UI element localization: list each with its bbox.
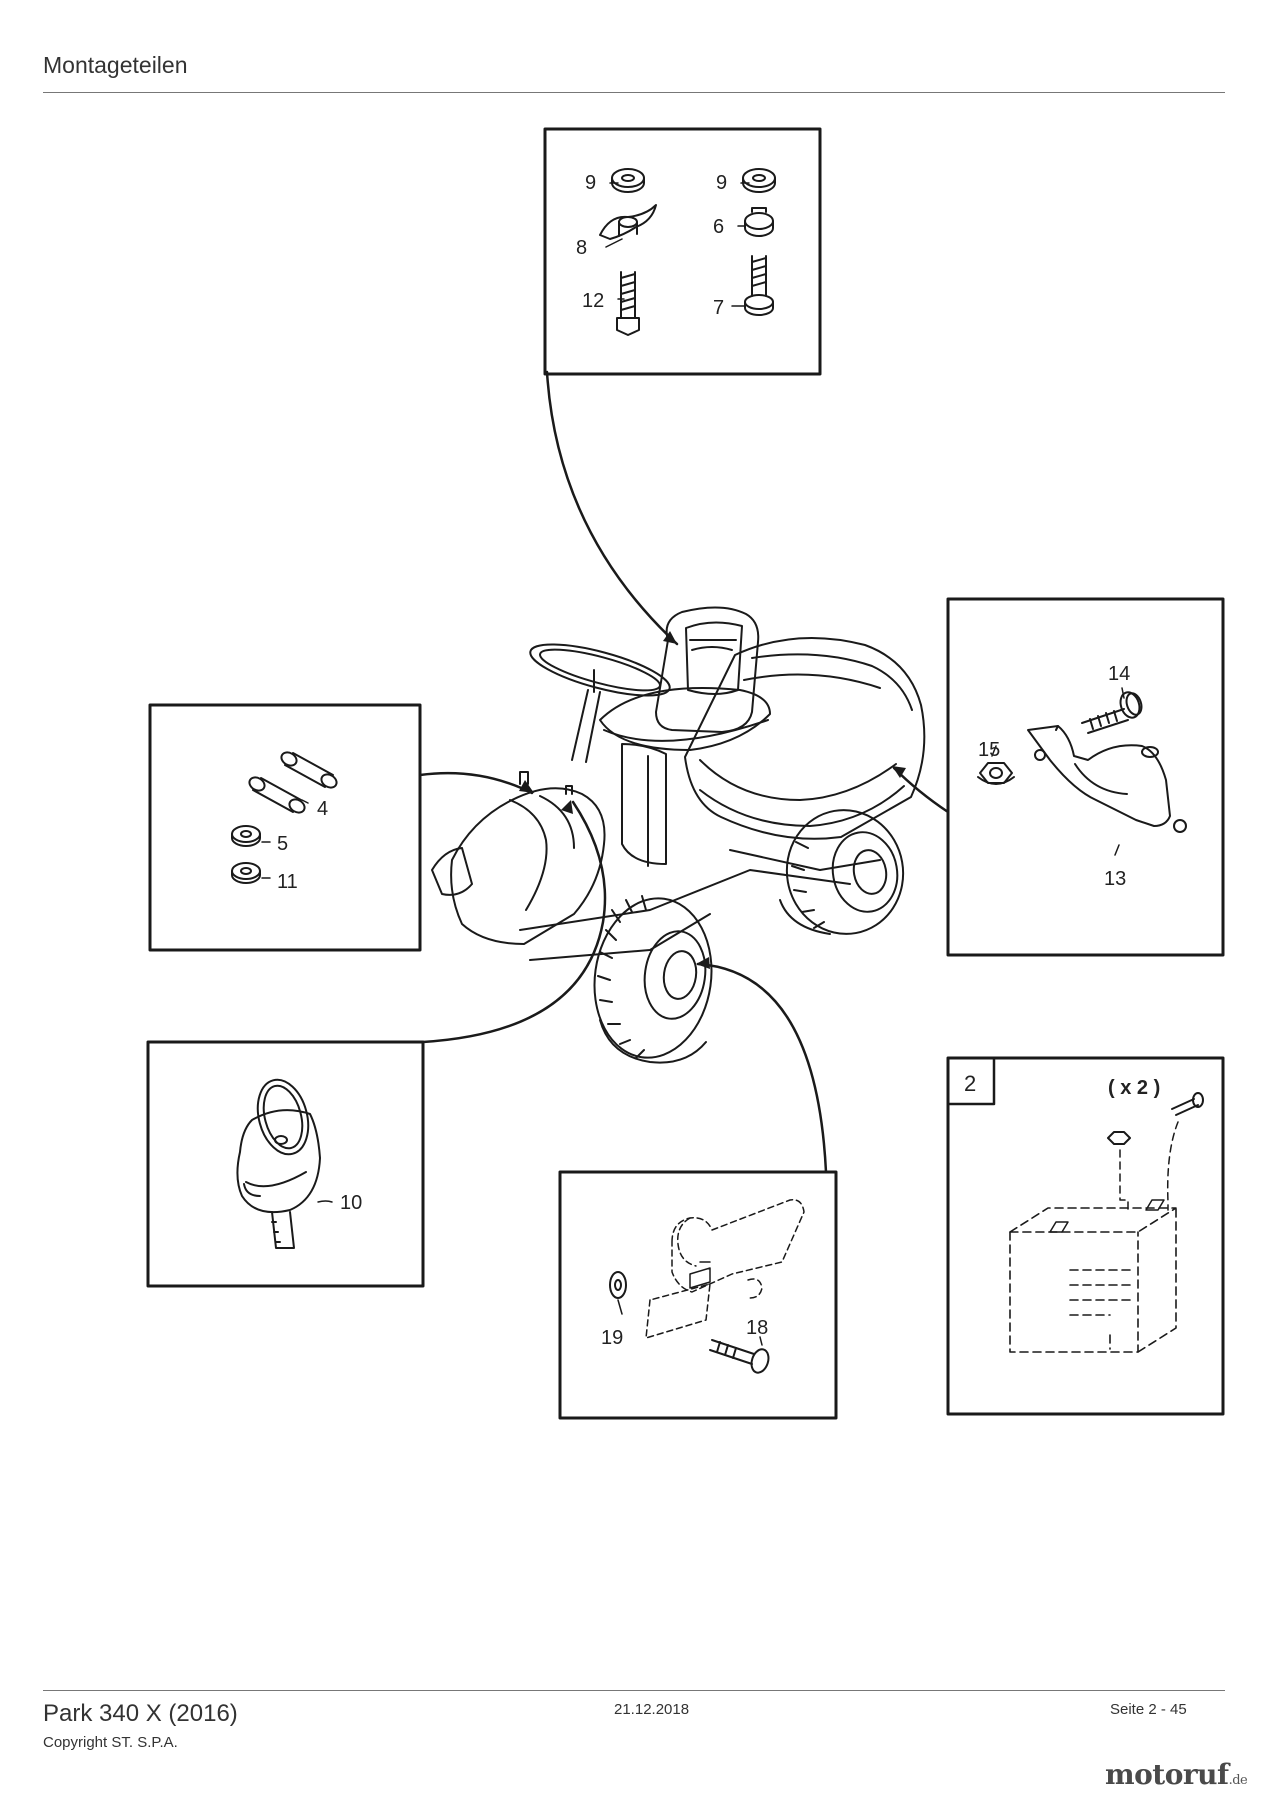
print-date: 21.12.2018 [614, 1701, 690, 1718]
pin-part [280, 751, 338, 789]
battery-part [1009, 1207, 1177, 1353]
callout-15: 15 [978, 739, 1000, 761]
site-logo: motoruf.de [1105, 1758, 1248, 1791]
bracket-detail-box [946, 597, 1225, 957]
callout-5: 5 [277, 833, 288, 855]
callout-9-right: 9 [716, 172, 727, 194]
wing-nut-part [599, 204, 657, 240]
callout-10: 10 [340, 1192, 362, 1214]
page-number: Seite 2 - 45 [1110, 1701, 1187, 1718]
variant-number: 2 [964, 1071, 976, 1096]
callout-11: 11 [277, 871, 298, 893]
hex-bolt-part [1081, 691, 1143, 734]
axle-detail-box [558, 1170, 838, 1420]
model-name: Park 340 X (2016) [43, 1700, 238, 1727]
nut-part [1107, 1131, 1131, 1145]
bolt-part [1171, 1092, 1204, 1116]
connector-arrowheads [519, 631, 906, 969]
callout-19: 19 [601, 1327, 623, 1349]
ride-on-mower-illustration [431, 606, 926, 1064]
pins-detail-box [148, 703, 422, 952]
quantity-note: ( x 2 ) [1108, 1077, 1160, 1099]
flange-bolt-part [744, 255, 774, 316]
pin-part [248, 776, 306, 814]
callout-7: 7 [713, 297, 724, 319]
logo-text: motoruf [1105, 1758, 1229, 1791]
washer-part [611, 168, 645, 193]
callout-13: 13 [1104, 868, 1126, 890]
spring-washer-part [231, 862, 261, 884]
ignition-key-part [236, 1078, 321, 1249]
callout-6: 6 [713, 216, 724, 238]
callout-4: 4 [317, 798, 328, 820]
nut-part [744, 207, 774, 237]
key-detail-box [146, 1040, 425, 1288]
mounting-bracket-part [1027, 725, 1187, 833]
connector-lines [418, 370, 950, 1174]
page-title: Montageteilen [43, 52, 188, 78]
logo-suffix: .de [1228, 1773, 1248, 1788]
washer-part [609, 1271, 627, 1299]
footer-divider [43, 1690, 1225, 1691]
header-divider [43, 92, 1225, 93]
copyright-text: Copyright ST. S.P.A. [43, 1734, 178, 1751]
callout-9-left: 9 [585, 172, 596, 194]
callout-18: 18 [746, 1317, 768, 1339]
callout-14: 14 [1108, 663, 1130, 685]
callout-8: 8 [576, 237, 587, 259]
top-detail-box [543, 127, 822, 376]
axle-assembly-part [645, 1199, 805, 1339]
battery-detail-box [946, 1056, 1225, 1416]
carriage-bolt-part [616, 271, 640, 336]
washer-part [742, 168, 776, 193]
carriage-bolt-part [709, 1339, 770, 1374]
flange-nut-part [977, 762, 1015, 785]
washer-part [231, 825, 261, 847]
callout-12: 12 [582, 290, 604, 312]
